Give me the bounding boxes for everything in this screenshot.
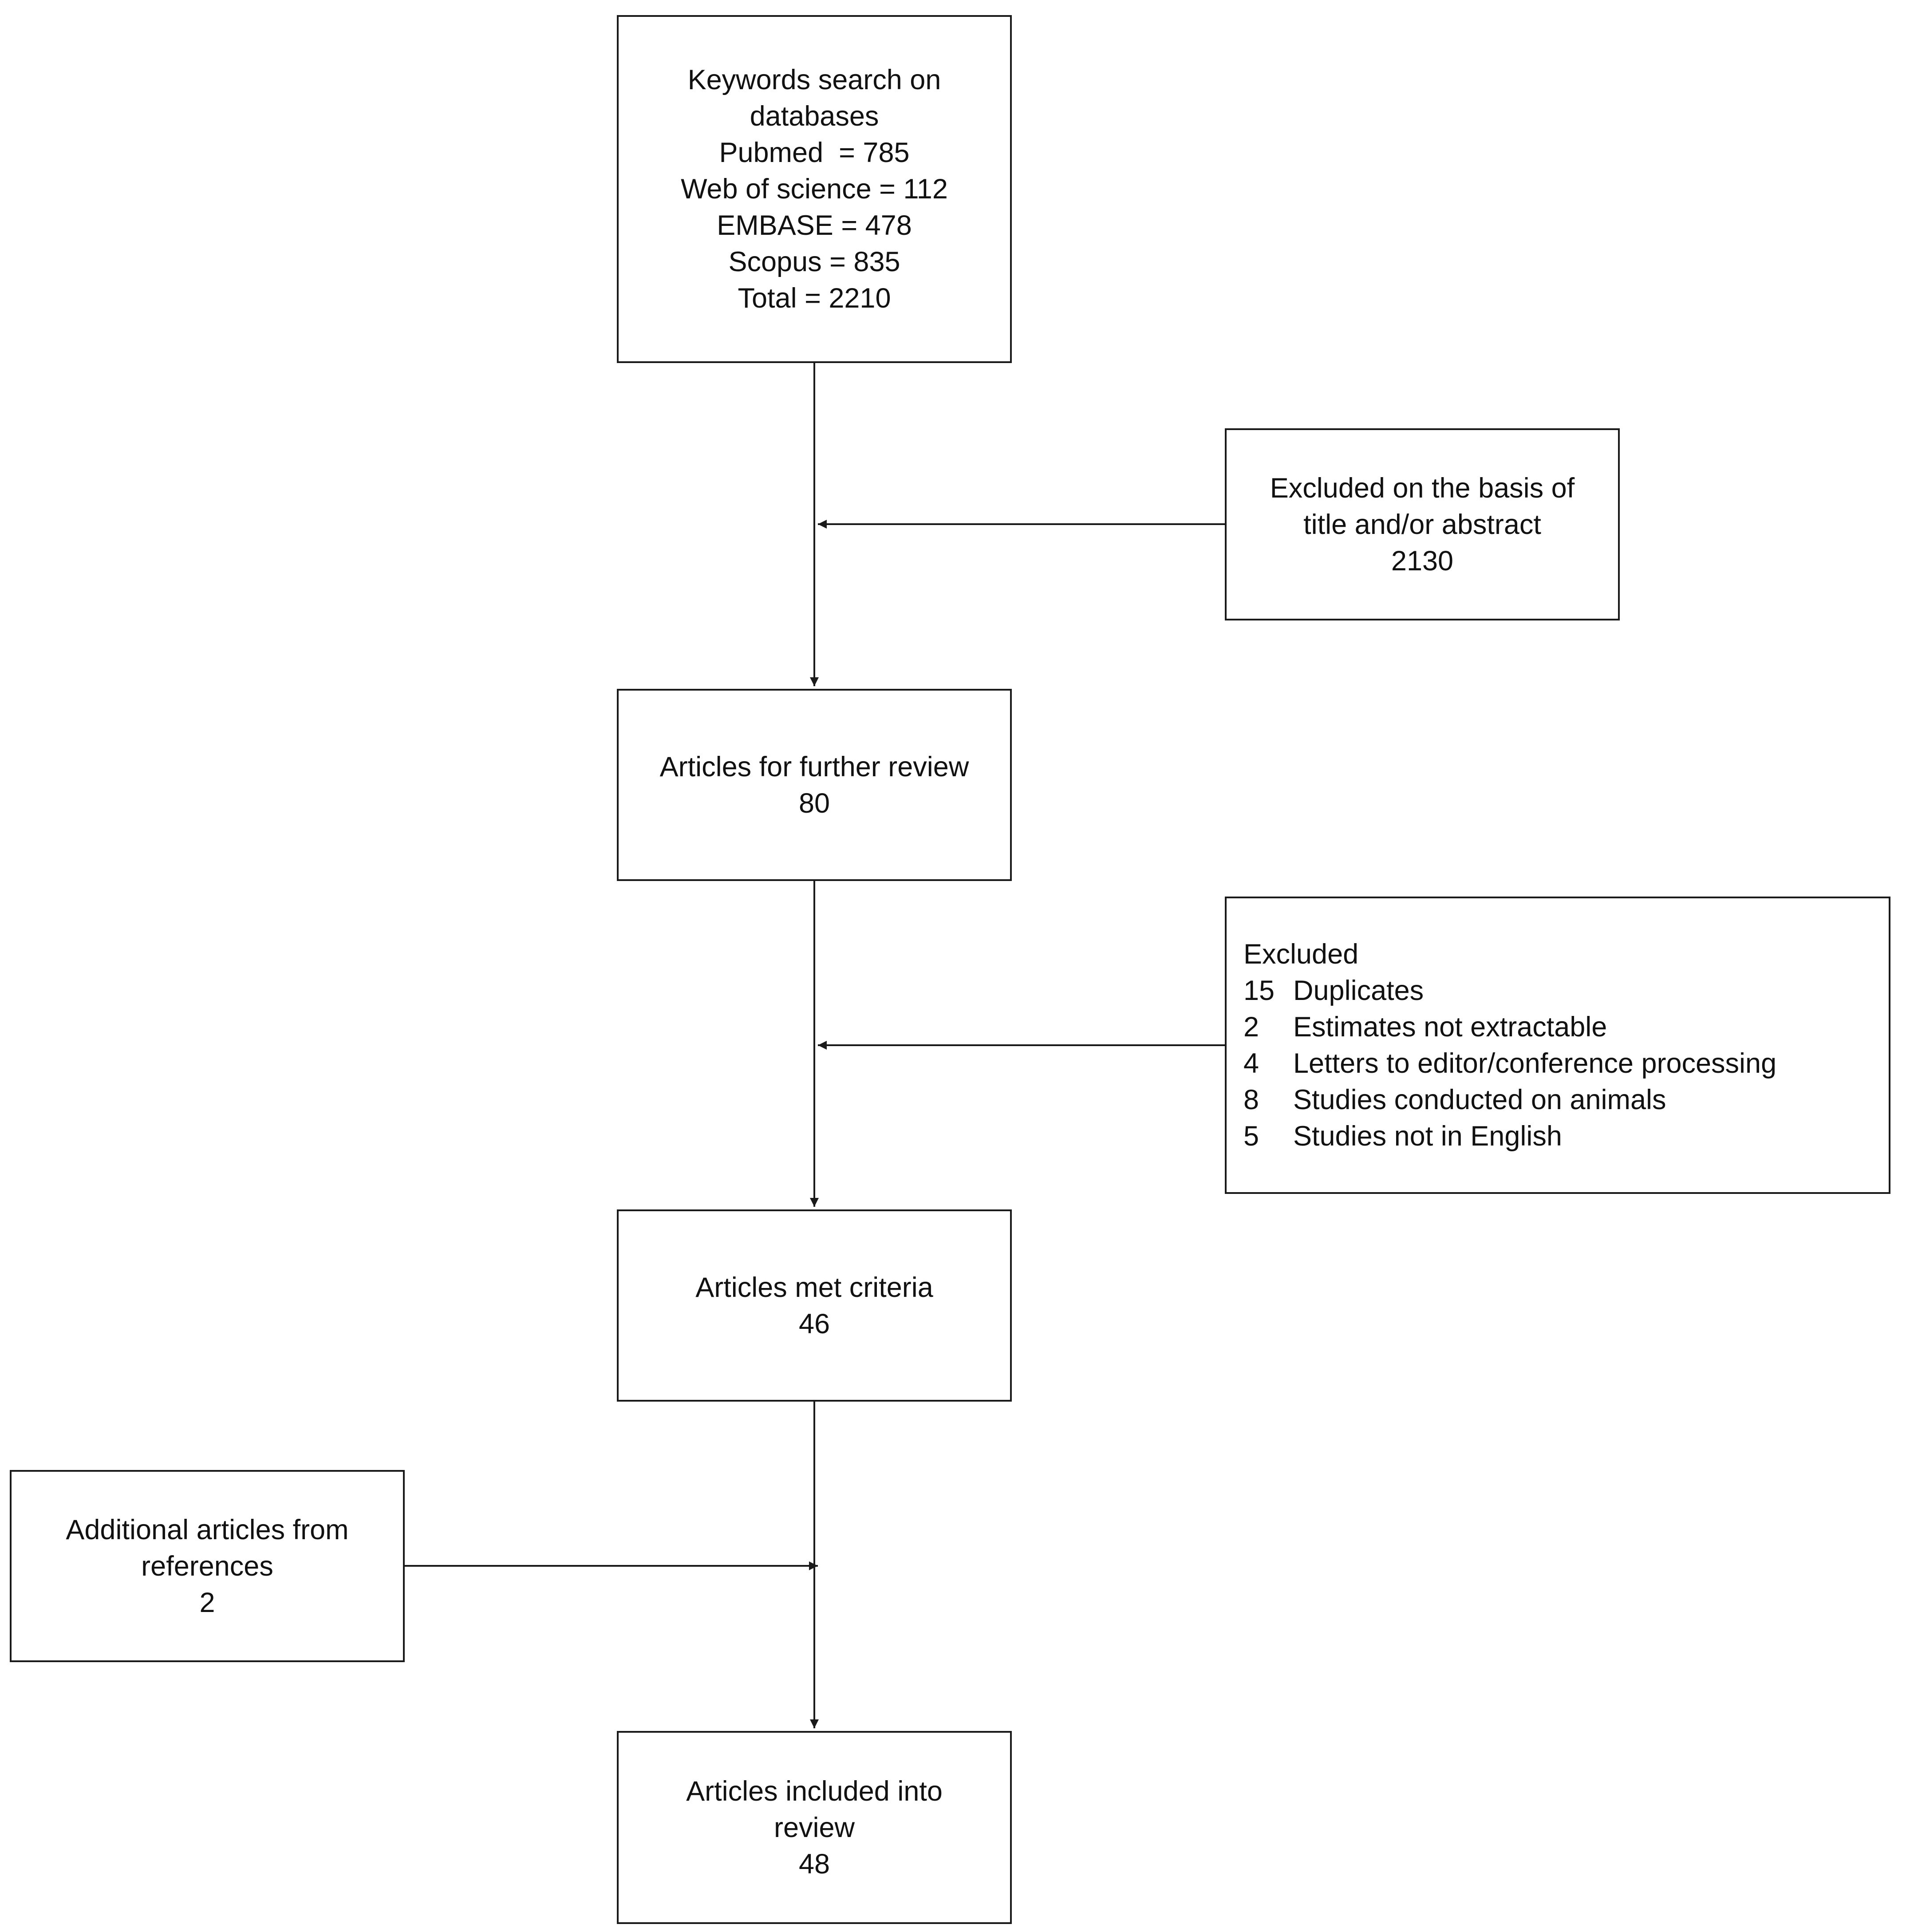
excluded-item-reason: Studies conducted on animals bbox=[1293, 1084, 1666, 1115]
excluded-item-count: 5 bbox=[1243, 1121, 1259, 1152]
keywords-search-box: Keywords search on databases Pubmed = 78… bbox=[617, 15, 1012, 363]
excluded-item-reason: Studies not in English bbox=[1293, 1121, 1562, 1152]
total-count: Total = 2210 bbox=[738, 283, 891, 314]
excluded-title-abstract-box: Excluded on the basis of title and/or ab… bbox=[1225, 428, 1620, 620]
met-criteria-count: 46 bbox=[798, 1308, 830, 1339]
excluded-detail-heading: Excluded bbox=[1243, 939, 1359, 970]
met-criteria-box: Articles met criteria 46 bbox=[617, 1209, 1012, 1402]
included-label-line-2: review bbox=[773, 1812, 855, 1843]
excluded-item-reason: Duplicates bbox=[1293, 975, 1424, 1006]
excluded-item: 2 Estimates not extractable bbox=[1243, 1009, 1607, 1045]
further-review-box: Articles for further review 80 bbox=[617, 689, 1012, 881]
excluded-item-reason: Estimates not extractable bbox=[1293, 1011, 1607, 1043]
excluded-title-line-2: title and/or abstract bbox=[1303, 509, 1541, 540]
scopus-count: Scopus = 835 bbox=[728, 246, 900, 277]
excluded-item: 4 Letters to editor/conference processin… bbox=[1243, 1045, 1776, 1082]
additional-count: 2 bbox=[199, 1587, 215, 1618]
excluded-item: 15 Duplicates bbox=[1243, 972, 1424, 1009]
excluded-item-count: 15 bbox=[1243, 975, 1275, 1006]
excluded-item-count: 2 bbox=[1243, 1011, 1259, 1043]
excluded-item: 8 Studies conducted on animals bbox=[1243, 1082, 1666, 1118]
excluded-detail-box: Excluded 15 Duplicates 2 Estimates not e… bbox=[1225, 897, 1890, 1194]
excluded-item-count: 8 bbox=[1243, 1084, 1259, 1115]
excluded-item-count: 4 bbox=[1243, 1048, 1259, 1079]
web-of-science-count: Web of science = 112 bbox=[681, 174, 948, 205]
excluded-item-reason: Letters to editor/conference processing bbox=[1293, 1048, 1777, 1079]
pubmed-count: Pubmed = 785 bbox=[719, 137, 910, 168]
additional-articles-box: Additional articles from references 2 bbox=[10, 1470, 405, 1662]
additional-label-line-2: references bbox=[141, 1550, 273, 1582]
included-count: 48 bbox=[798, 1848, 830, 1880]
excluded-title-line-1: Excluded on the basis of bbox=[1270, 472, 1575, 504]
search-title-line-2: databases bbox=[750, 101, 879, 132]
search-title-line-1: Keywords search on bbox=[687, 64, 941, 95]
embase-count: EMBASE = 478 bbox=[717, 210, 912, 241]
further-review-count: 80 bbox=[798, 787, 830, 819]
additional-label-line-1: Additional articles from bbox=[66, 1514, 349, 1545]
excluded-item: 5 Studies not in English bbox=[1243, 1118, 1562, 1154]
met-criteria-label: Articles met criteria bbox=[695, 1272, 933, 1303]
further-review-label: Articles for further review bbox=[659, 751, 969, 782]
included-review-box: Articles included into review 48 bbox=[617, 1731, 1012, 1924]
included-label-line-1: Articles included into bbox=[686, 1775, 943, 1807]
excluded-title-count: 2130 bbox=[1391, 545, 1454, 577]
